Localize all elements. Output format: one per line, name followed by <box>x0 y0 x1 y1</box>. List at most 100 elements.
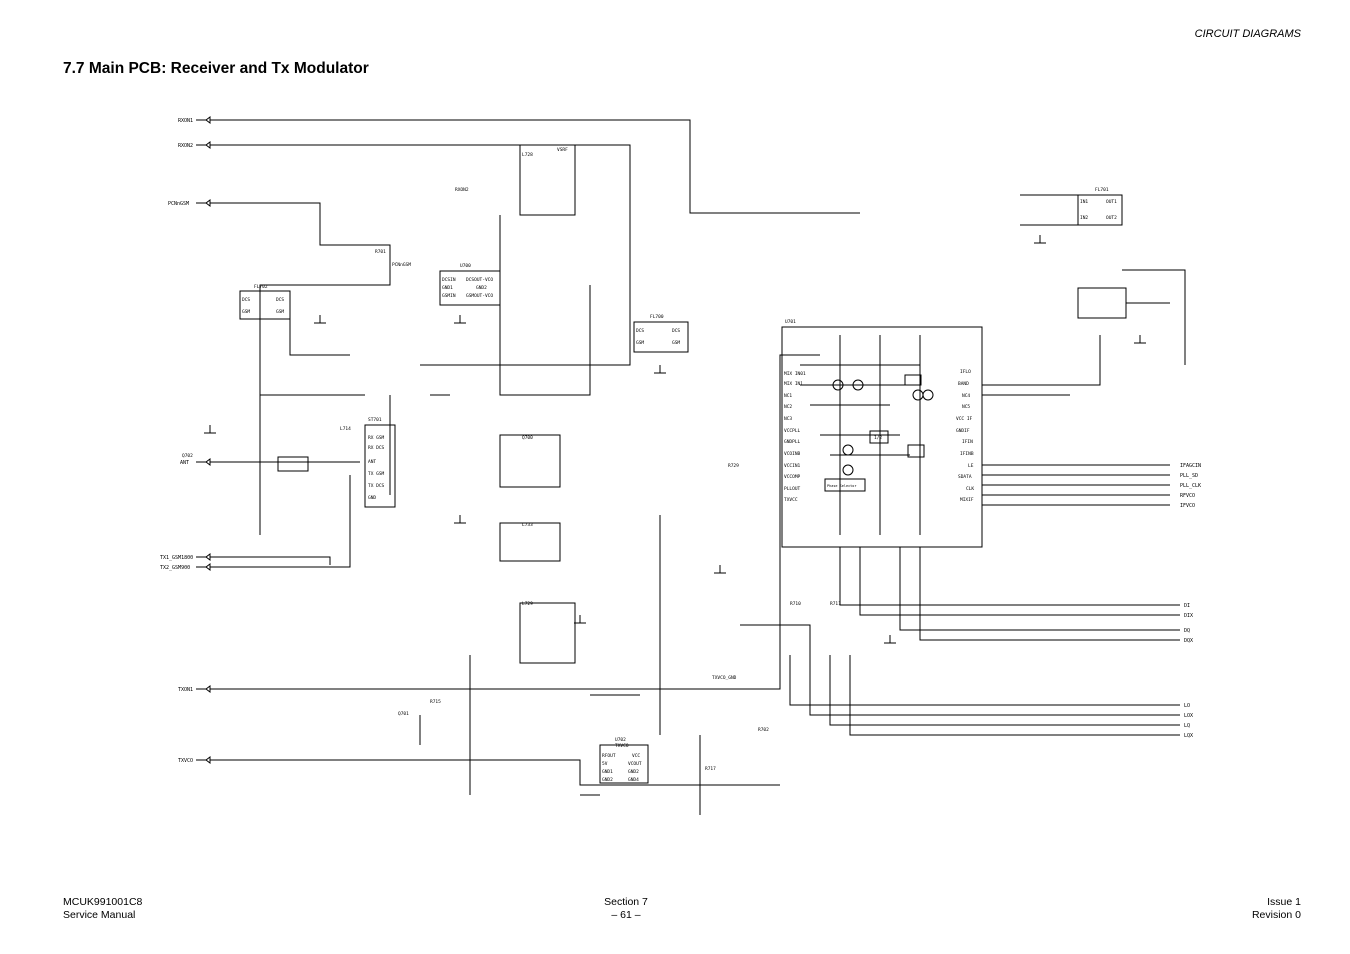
svg-text:MIX IN1: MIX IN1 <box>784 381 803 387</box>
page-number: – 61 – <box>611 909 641 921</box>
svg-text:RFOUT: RFOUT <box>602 753 616 759</box>
svg-text:R711: R711 <box>830 601 841 607</box>
port-label: LQX <box>1184 733 1193 739</box>
svg-text:DCSIN: DCSIN <box>442 277 456 283</box>
net-label: PCNnGSM <box>392 262 411 268</box>
svg-text:GSM: GSM <box>276 309 284 315</box>
svg-text:TXVCC: TXVCC <box>784 497 798 503</box>
svg-text:R717: R717 <box>705 766 716 772</box>
svg-text:DCS: DCS <box>276 297 284 303</box>
svg-text:NC2: NC2 <box>784 404 792 410</box>
port-label: DIX <box>1184 613 1193 619</box>
svg-text:VCC IF: VCC IF <box>956 416 973 422</box>
svg-text:Q701: Q701 <box>398 711 409 717</box>
svg-text:MIXIF: MIXIF <box>960 497 974 503</box>
svg-text:NC4: NC4 <box>962 393 970 399</box>
svg-text:GND: GND <box>368 495 376 501</box>
port-label: PLL_SD <box>1180 473 1198 479</box>
circuit-schematic: RXON1 RXON2 PCNnGSM ANT TX1_GSM1800 TX2_… <box>160 116 1201 815</box>
net-label: TXVCO_GND <box>712 675 737 681</box>
svg-text:OUT2: OUT2 <box>1106 215 1117 221</box>
svg-text:GND4: GND4 <box>628 777 639 783</box>
port-label: IFVCO <box>1180 503 1195 509</box>
svg-text:GSM: GSM <box>636 340 644 346</box>
svg-text:L728: L728 <box>522 152 533 158</box>
svg-text:VCOUT: VCOUT <box>628 761 642 767</box>
svg-text:DCS: DCS <box>636 328 644 334</box>
port-label: DI <box>1184 603 1190 609</box>
port-label: RXON2 <box>178 143 193 149</box>
footer-center: Section 7 – 61 – <box>600 896 652 922</box>
svg-text:MIX IN01: MIX IN01 <box>784 371 806 377</box>
svg-text:L714: L714 <box>340 426 351 432</box>
svg-text:GNDIF: GNDIF <box>956 428 970 434</box>
doc-type: Service Manual <box>63 909 136 921</box>
svg-text:VCCOMP: VCCOMP <box>784 474 801 480</box>
footer-left: MCUK991001C8 Service Manual <box>63 896 142 922</box>
svg-text:IFLO: IFLO <box>960 369 971 375</box>
svg-text:NC1: NC1 <box>784 393 792 399</box>
svg-text:VCC: VCC <box>632 753 640 759</box>
footer-right: Issue 1 Revision 0 <box>1252 896 1301 922</box>
port-label: DQ <box>1184 628 1190 634</box>
port-label: LO <box>1184 703 1190 709</box>
svg-text:GND2: GND2 <box>476 285 487 291</box>
svg-text:IFIN: IFIN <box>962 439 973 445</box>
chip-ref: FL701 <box>1095 187 1109 193</box>
port-label: TXON1 <box>178 687 193 693</box>
svg-text:GND2: GND2 <box>628 769 639 775</box>
svg-text:DCSOUT-VCO: DCSOUT-VCO <box>466 277 493 283</box>
chip-ref: U701 <box>785 319 796 325</box>
svg-text:DCS: DCS <box>672 328 680 334</box>
svg-text:GSMIN: GSMIN <box>442 293 456 299</box>
port-label: RFVCO <box>1180 493 1195 499</box>
svg-text:VCCPLL: VCCPLL <box>784 428 801 434</box>
port-label: RXON1 <box>178 118 193 124</box>
port-label: LQ <box>1184 723 1190 729</box>
svg-text:LE: LE <box>968 463 974 469</box>
svg-text:1/2: 1/2 <box>874 435 882 441</box>
svg-text:Phase Selector: Phase Selector <box>827 484 857 488</box>
port-label: TX2_GSM900 <box>160 565 190 571</box>
header-section-name: CIRCUIT DIAGRAMS <box>1194 28 1301 40</box>
svg-text:OUT1: OUT1 <box>1106 199 1117 205</box>
svg-text:R702: R702 <box>758 727 769 733</box>
svg-text:SDATA: SDATA <box>958 474 972 480</box>
svg-text:GND1: GND1 <box>442 285 453 291</box>
port-label: PLL_CLK <box>1180 483 1201 489</box>
svg-text:L729: L729 <box>522 601 533 607</box>
svg-text:GSM: GSM <box>242 309 250 315</box>
port-label: IFAGCIN <box>1180 463 1201 469</box>
chip-ref: U700 <box>460 263 471 269</box>
svg-text:R715: R715 <box>430 699 441 705</box>
svg-text:R710: R710 <box>790 601 801 607</box>
svg-text:Q702: Q702 <box>182 453 193 459</box>
svg-text:Q700: Q700 <box>522 435 533 441</box>
svg-text:TX GSM: TX GSM <box>368 471 385 477</box>
section-label: Section 7 <box>604 896 648 908</box>
svg-text:R729: R729 <box>728 463 739 469</box>
svg-text:BAND: BAND <box>958 381 969 387</box>
net-label: VSRF <box>557 147 568 153</box>
doc-code: MCUK991001C8 <box>63 896 143 908</box>
port-label: TX1_GSM1800 <box>160 555 193 561</box>
port-label: PCNnGSM <box>168 201 189 207</box>
svg-text:GSMOUT-VCO: GSMOUT-VCO <box>466 293 493 299</box>
port-label: TXVCO <box>178 758 193 764</box>
svg-text:DCS: DCS <box>242 297 250 303</box>
svg-text:ANT: ANT <box>368 459 376 465</box>
port-label: ANT <box>180 460 189 466</box>
svg-text:GNDPLL: GNDPLL <box>784 439 801 445</box>
svg-text:TX DCS: TX DCS <box>368 483 385 489</box>
chip-ref: U702 <box>615 737 626 743</box>
svg-text:PLLOUT: PLLOUT <box>784 486 801 492</box>
svg-text:VCCIN1: VCCIN1 <box>784 463 801 469</box>
svg-text:GND2: GND2 <box>602 777 613 783</box>
issue-label: Issue 1 <box>1267 896 1301 908</box>
svg-text:RX GSM: RX GSM <box>368 435 385 441</box>
port-label: DQX <box>1184 638 1193 644</box>
svg-text:5V: 5V <box>602 761 608 767</box>
chip-ref: FL702 <box>254 284 268 290</box>
svg-text:NC5: NC5 <box>962 404 970 410</box>
net-label: RXON2 <box>455 187 469 193</box>
